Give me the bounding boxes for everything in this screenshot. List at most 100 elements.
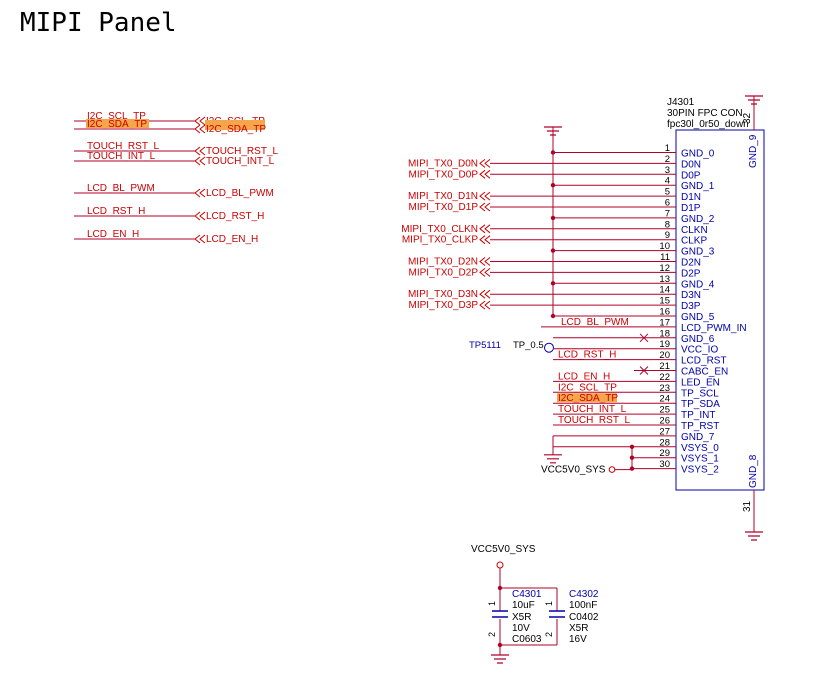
connector-pin-name: D1P [681, 203, 701, 214]
left-net-label: LCD_RST_H [87, 206, 145, 217]
connector-pin-name: GND_2 [681, 214, 715, 225]
connector-refdes: J4301 [667, 97, 695, 108]
connector-pin-name: GND_5 [681, 312, 715, 323]
mipi-net-label: MIPI_TX0_D0P [409, 169, 479, 180]
capacitor-voltage: X5R [569, 623, 588, 634]
connector-pin-number: 2 [665, 154, 670, 165]
capacitor-refdes: C4302 [569, 589, 599, 600]
cap-power-label: VCC5V0_SYS [471, 544, 536, 555]
mipi-net-label: MIPI_TX0_CLKP [402, 235, 478, 246]
testpoint-icon [544, 342, 554, 353]
mipi-net-label: MIPI_TX0_D1N [408, 191, 478, 202]
port-chevron-icon [194, 146, 206, 156]
connector-side-label: GND_9 [748, 134, 759, 168]
connector-pin-number: 23 [659, 383, 670, 394]
connector-pin-number: 15 [659, 296, 670, 307]
connector-pin-number: 30 [659, 459, 670, 470]
left-net-label: LCD_EN_H [87, 229, 139, 240]
left-port-label: TOUCH_RST_L [206, 146, 278, 157]
no-connect-icon [639, 333, 649, 343]
connector-pin-number: 3 [665, 165, 670, 176]
port-chevron-icon [479, 257, 491, 266]
connector-pin-name: TP_SDA [681, 399, 720, 410]
junction-dot [550, 281, 556, 286]
connector-pin-number: 7 [665, 208, 670, 219]
connector-pin-name: CABC_EN [681, 367, 728, 378]
junction-dot [550, 313, 556, 319]
ground-icon [745, 531, 763, 541]
control-net-label: LCD_BL_PWM [561, 317, 629, 328]
connector-pin-number: 1 [665, 143, 670, 154]
connector-pin-number: 27 [659, 426, 670, 437]
left-port-label: LCD_RST_H [206, 211, 264, 222]
control-net-label: LCD_RST_H [558, 350, 616, 361]
connector-pin-name: VSYS_0 [681, 443, 719, 454]
capacitor-voltage: 10V [512, 623, 530, 634]
connector-side-label: GND_8 [748, 454, 759, 488]
connector-pin-name: GND_4 [681, 279, 715, 290]
connector-pin-name: TP_INT [681, 410, 715, 421]
connector-pin-number: 25 [659, 405, 670, 416]
port-chevron-icon [479, 300, 491, 310]
connector-pin-name: LCD_RST [681, 356, 727, 367]
capacitor-size: 16V [569, 634, 587, 645]
connector-pin-number: 17 [659, 317, 670, 328]
capacitor-pin-number: 1 [487, 601, 497, 606]
control-net-label: TOUCH_INT_L [558, 404, 627, 415]
mipi-net-label: MIPI_TX0_D3P [409, 300, 479, 311]
port-chevron-icon [194, 124, 206, 134]
mipi-net-label: MIPI_TX0_D2N [408, 257, 478, 268]
connector-pin-name: VCC_IO [681, 345, 718, 356]
control-net-label: LCD_EN_H [558, 371, 610, 382]
left-port-label: TOUCH_INT_L [206, 156, 275, 167]
connector-pin-name: D3N [681, 290, 701, 301]
connector-footprint: fpc30l_0r50_down [667, 119, 749, 130]
connector-pin-name: GND_1 [681, 181, 715, 192]
connector-pin-number: 18 [659, 328, 670, 339]
port-chevron-icon [194, 234, 206, 244]
junction-dot [550, 215, 556, 221]
port-chevron-icon [479, 268, 491, 277]
junction-dot [629, 455, 635, 460]
testpoint-value: TP_0.5 [513, 340, 544, 351]
net-highlight [557, 393, 617, 403]
connector-pin-number: 8 [665, 219, 670, 230]
connector-pin-number: 31 [742, 500, 753, 512]
control-net-label: TOUCH_RST_L [558, 415, 630, 426]
connector-pin-number: 29 [659, 448, 670, 459]
connector-pin-number: 14 [659, 285, 670, 296]
connector-pin-name: VSYS_1 [681, 454, 719, 465]
connector-pin-name: CLKN [681, 225, 708, 236]
net-highlight [86, 119, 149, 128]
capacitor-value: 10uF [512, 600, 535, 611]
connector-pin-number: 10 [659, 241, 670, 252]
port-chevron-icon [479, 191, 491, 201]
connector-pin-name: D1N [681, 192, 701, 203]
left-port-label: I2C_SDA_TP [206, 124, 266, 135]
power-port-icon [608, 466, 616, 473]
port-chevron-icon [194, 211, 206, 221]
connector-pin-number: 22 [659, 372, 670, 383]
power-port-icon [496, 561, 504, 569]
mipi-net-label: MIPI_TX0_D2P [409, 267, 479, 278]
control-net-label: I2C_SDA_TP [558, 393, 618, 404]
connector-pin-name: LED_EN [681, 377, 720, 388]
connector-pin-name: GND_3 [681, 247, 715, 258]
port-chevron-icon [194, 188, 206, 198]
connector-pin-number: 4 [665, 176, 670, 187]
port-chevron-icon [479, 159, 491, 168]
connector-pin-number: 5 [665, 187, 670, 198]
capacitor-dielectric: C0402 [569, 612, 599, 623]
connector-pin-name: GND_0 [681, 149, 715, 160]
junction-dot [550, 183, 556, 188]
capacitor-pin-number: 2 [487, 632, 497, 637]
net-highlight [205, 120, 265, 130]
connector-pin-number: 24 [659, 394, 670, 405]
connector-pin-number: 11 [660, 252, 670, 263]
connector-pin-number: 19 [659, 339, 670, 350]
connector-pin-name: D2N [681, 258, 701, 269]
connector-pin-name: CLKP [681, 236, 707, 247]
connector-pin-number: 26 [659, 416, 670, 427]
connector-pin-number: 12 [659, 263, 670, 274]
